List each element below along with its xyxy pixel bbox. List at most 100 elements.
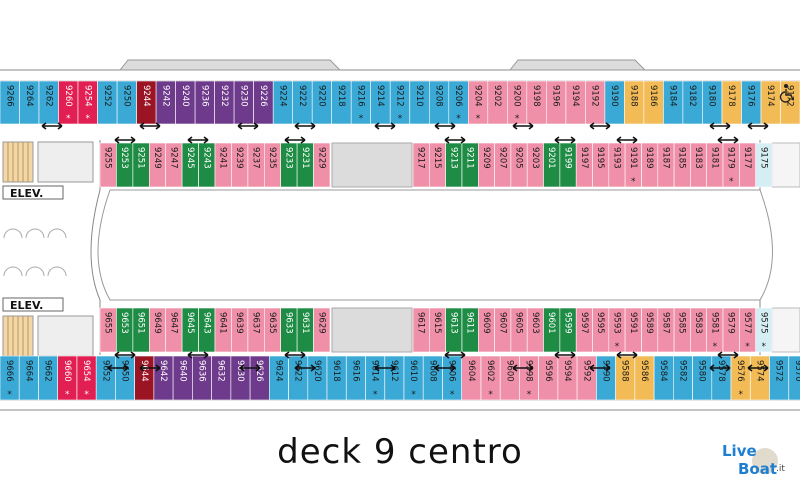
cabin-9579[interactable]: 9579 bbox=[722, 307, 740, 353]
cabin-9597[interactable]: 9597 bbox=[575, 307, 593, 353]
cabin-9252[interactable]: 9252 bbox=[97, 80, 118, 125]
cabin-9262[interactable]: 9262 bbox=[38, 80, 59, 125]
cabin-9206[interactable]: 9206* bbox=[448, 80, 469, 125]
cabin-9640[interactable]: 9640 bbox=[172, 355, 193, 401]
cabin-9602[interactable]: 9602* bbox=[480, 355, 501, 401]
cabin-9637[interactable]: 9637 bbox=[247, 307, 265, 353]
cabin-9254[interactable]: 9254* bbox=[77, 80, 98, 125]
cabin-9218[interactable]: 9218 bbox=[331, 80, 352, 125]
cabin-9647[interactable]: 9647 bbox=[165, 307, 183, 353]
cabin-9226[interactable]: 9226 bbox=[253, 80, 274, 125]
cabin-9182[interactable]: 9182 bbox=[682, 80, 703, 125]
cabin-9593[interactable]: 9593* bbox=[608, 307, 626, 353]
cabin-9616[interactable]: 9616 bbox=[345, 355, 366, 401]
cabin-9598[interactable]: 9598* bbox=[519, 355, 539, 401]
cabin-9233[interactable]: 9233 bbox=[280, 142, 298, 188]
cabin-9582[interactable]: 9582 bbox=[672, 355, 693, 401]
cabin-9605[interactable]: 9605 bbox=[510, 307, 528, 353]
cabin-9194[interactable]: 9194 bbox=[565, 80, 586, 125]
cabin-9609[interactable]: 9609 bbox=[477, 307, 495, 353]
cabin-9260[interactable]: 9260* bbox=[58, 80, 79, 125]
cabin-9618[interactable]: 9618 bbox=[326, 355, 347, 401]
cabin-9603[interactable]: 9603 bbox=[526, 307, 544, 353]
cabin-9177[interactable]: 9177 bbox=[739, 142, 757, 188]
cabin-9614[interactable]: 9614* bbox=[365, 355, 386, 401]
cabin-9585[interactable]: 9585 bbox=[673, 307, 691, 353]
cabin-9641[interactable]: 9641 bbox=[214, 307, 232, 353]
cabin-9183[interactable]: 9183 bbox=[690, 142, 708, 188]
cabin-9250[interactable]: 9250 bbox=[116, 80, 137, 125]
cabin-9237[interactable]: 9237 bbox=[247, 142, 265, 188]
cabin-9586[interactable]: 9586 bbox=[634, 355, 655, 401]
cabin-9255[interactable]: 9255 bbox=[99, 142, 117, 188]
cabin-9204[interactable]: 9204* bbox=[467, 80, 489, 125]
cabin-9630[interactable]: 9630 bbox=[230, 355, 251, 401]
cabin-9632[interactable]: 9632 bbox=[211, 355, 232, 401]
cabin-9624[interactable]: 9624 bbox=[268, 355, 289, 401]
cabin-9209[interactable]: 9209 bbox=[477, 142, 495, 188]
cabin-9660[interactable]: 9660* bbox=[57, 355, 78, 401]
cabin-9176[interactable]: 9176 bbox=[741, 80, 762, 125]
cabin-9635[interactable]: 9635 bbox=[263, 307, 281, 353]
cabin-9610[interactable]: 9610* bbox=[403, 355, 424, 401]
cabin-9249[interactable]: 9249 bbox=[149, 142, 167, 188]
cabin-9193[interactable]: 9193 bbox=[608, 142, 626, 188]
cabin-9607[interactable]: 9607 bbox=[494, 307, 512, 353]
cabin-9633[interactable]: 9633 bbox=[280, 307, 298, 353]
cabin-9178[interactable]: 9178 bbox=[721, 80, 742, 125]
cabin-9264[interactable]: 9264 bbox=[19, 80, 40, 125]
cabin-9649[interactable]: 9649 bbox=[149, 307, 167, 353]
cabin-9642[interactable]: 9642 bbox=[153, 355, 174, 401]
cabin-9645[interactable]: 9645 bbox=[181, 307, 199, 353]
cabin-9199[interactable]: 9199 bbox=[559, 142, 577, 188]
cabin-9626[interactable]: 9626 bbox=[249, 355, 270, 401]
cabin-9210[interactable]: 9210 bbox=[409, 80, 430, 125]
cabin-9240[interactable]: 9240 bbox=[175, 80, 196, 125]
cabin-9572[interactable]: 9572 bbox=[769, 355, 790, 401]
cabin-9620[interactable]: 9620 bbox=[307, 355, 328, 401]
cabin-9622[interactable]: 9622 bbox=[288, 355, 309, 401]
cabin-9606[interactable]: 9606* bbox=[442, 355, 463, 401]
cabin-9574[interactable]: 9574 bbox=[749, 355, 770, 401]
cabin-9192[interactable]: 9192 bbox=[585, 80, 606, 125]
cabin-9596[interactable]: 9596 bbox=[538, 355, 559, 401]
cabin-9588[interactable]: 9588 bbox=[615, 355, 636, 401]
cabin-9180[interactable]: 9180 bbox=[702, 80, 723, 125]
cabin-9615[interactable]: 9615 bbox=[428, 307, 446, 353]
cabin-9239[interactable]: 9239 bbox=[231, 142, 249, 188]
cabin-9591[interactable]: 9591 bbox=[624, 307, 642, 353]
cabin-9222[interactable]: 9222 bbox=[292, 80, 313, 125]
cabin-9662[interactable]: 9662 bbox=[38, 355, 59, 401]
cabin-9179[interactable]: 9179* bbox=[722, 142, 740, 188]
cabin-9636[interactable]: 9636 bbox=[192, 355, 212, 401]
cabin-9247[interactable]: 9247 bbox=[165, 142, 183, 188]
cabin-9644[interactable]: 9644 bbox=[134, 355, 155, 401]
cabin-9212[interactable]: 9212* bbox=[389, 80, 411, 125]
cabin-9643[interactable]: 9643 bbox=[198, 307, 216, 353]
cabin-9664[interactable]: 9664 bbox=[18, 355, 39, 401]
cabin-9185[interactable]: 9185 bbox=[673, 142, 691, 188]
cabin-9188[interactable]: 9188 bbox=[624, 80, 645, 125]
cabin-9202[interactable]: 9202 bbox=[487, 80, 508, 125]
cabin-9190[interactable]: 9190 bbox=[604, 80, 625, 125]
cabin-9215[interactable]: 9215 bbox=[428, 142, 446, 188]
cabin-9201[interactable]: 9201 bbox=[543, 142, 561, 188]
cabin-9584[interactable]: 9584 bbox=[653, 355, 674, 401]
cabin-9631[interactable]: 9631 bbox=[296, 307, 314, 353]
cabin-9197[interactable]: 9197 bbox=[575, 142, 593, 188]
cabin-9217[interactable]: 9217 bbox=[412, 142, 430, 188]
cabin-9195[interactable]: 9195 bbox=[592, 142, 610, 188]
cabin-9611[interactable]: 9611 bbox=[461, 307, 479, 353]
cabin-9245[interactable]: 9245 bbox=[181, 142, 199, 188]
cabin-9639[interactable]: 9639 bbox=[231, 307, 249, 353]
cabin-9187[interactable]: 9187 bbox=[657, 142, 675, 188]
cabin-9666[interactable]: 9666* bbox=[0, 355, 20, 401]
cabin-9213[interactable]: 9213 bbox=[445, 142, 463, 188]
cabin-9651[interactable]: 9651 bbox=[132, 307, 150, 353]
cabin-9205[interactable]: 9205 bbox=[510, 142, 528, 188]
cabin-9244[interactable]: 9244 bbox=[136, 80, 157, 125]
cabin-9575[interactable]: 9575* bbox=[755, 307, 773, 353]
cabin-9653[interactable]: 9653 bbox=[116, 307, 134, 353]
cabin-9617[interactable]: 9617 bbox=[412, 307, 430, 353]
cabin-9581[interactable]: 9581* bbox=[706, 307, 724, 353]
